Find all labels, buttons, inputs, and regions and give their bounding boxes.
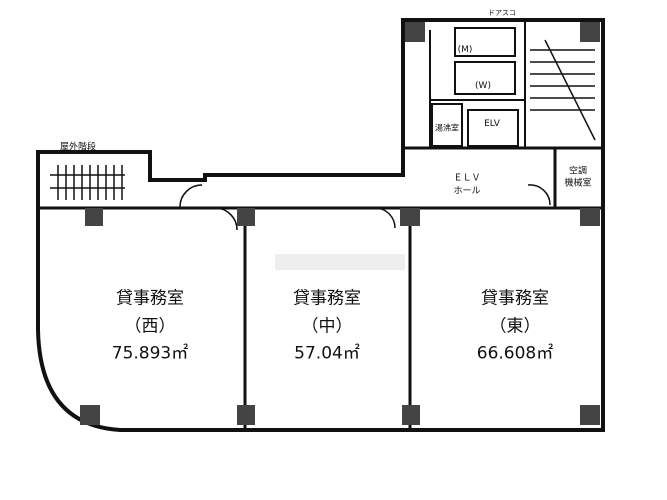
room-center-wing: （中） [301, 316, 353, 337]
elevator-label: ELV [484, 119, 500, 129]
elv-hall-label-2: ホール [453, 186, 481, 197]
room-west-wing: （西） [124, 316, 176, 337]
hvac-room-label-2: 機械室 [564, 178, 592, 189]
room-east-name: 貸事務室 [481, 288, 549, 309]
room-center-name: 貸事務室 [293, 288, 361, 309]
room-east-area: 66.608㎡ [476, 343, 554, 364]
hvac-room-label: 空調 [568, 166, 588, 177]
room-center-area: 57.04㎡ [294, 343, 360, 364]
toilet-men-label: (M) [457, 45, 473, 55]
stairs [50, 39, 596, 231]
top-note-label: ドアスコ [488, 9, 516, 17]
columns [80, 22, 600, 425]
elv-hall-label: ＥＬＶ [453, 173, 481, 184]
room-east-wing: （東） [489, 316, 541, 337]
outdoor-stairs-label: 屋外階段 [59, 142, 97, 153]
toilet-women-label: (W) [475, 81, 491, 91]
outer-wall [36, 18, 605, 432]
room-west-name: 貸事務室 [116, 288, 184, 309]
kitchenette-label: 湯沸室 [435, 123, 459, 133]
room-west-area: 75.893㎡ [111, 343, 189, 364]
